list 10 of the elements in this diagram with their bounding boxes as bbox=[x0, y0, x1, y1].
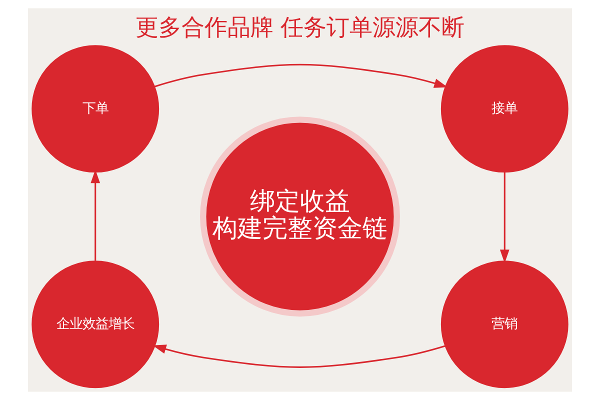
arrow bbox=[152, 344, 446, 368]
node-circle: 接单 bbox=[440, 45, 568, 173]
arrow bbox=[90, 170, 100, 261]
arrow bbox=[154, 64, 448, 88]
diagram-title: 更多合作品牌 任务订单源源不断 bbox=[135, 14, 465, 41]
arrow bbox=[500, 172, 510, 264]
node-circle: 营销 bbox=[440, 260, 568, 388]
node-circle: 绑定收益 构建完整资金链 bbox=[200, 116, 400, 317]
node-circle: 下单 bbox=[32, 45, 160, 173]
node-circle: 企业效益增长 bbox=[32, 260, 160, 388]
